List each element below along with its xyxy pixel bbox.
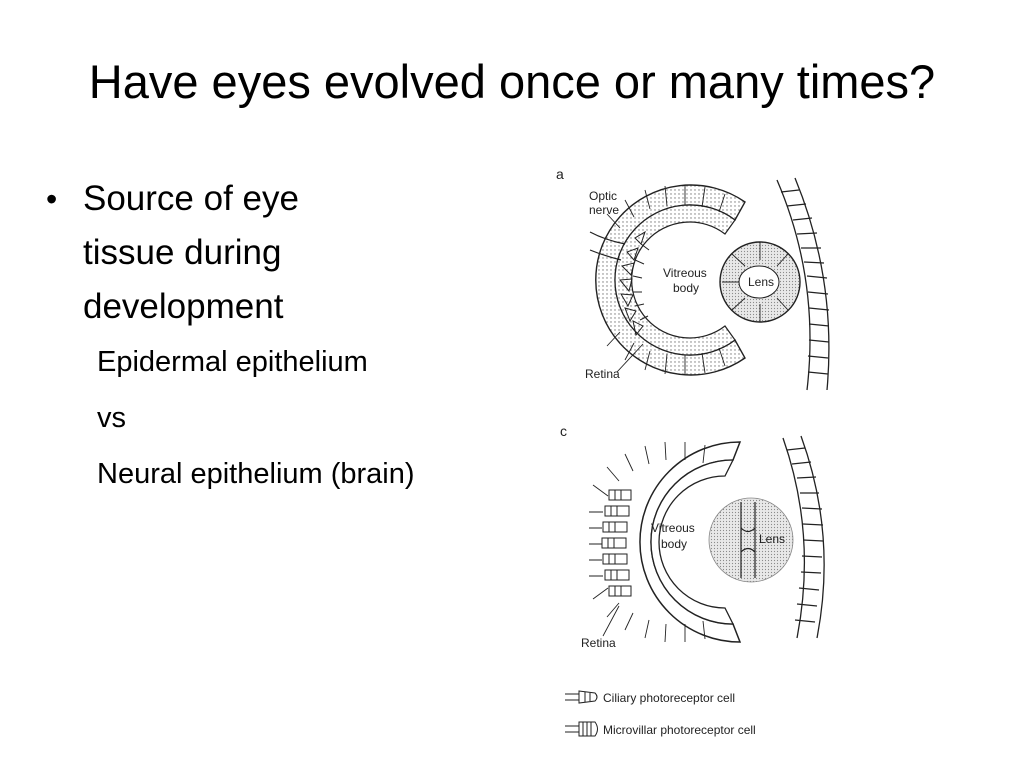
panel-c-letter: c (560, 423, 567, 439)
bullet-item: • Source of eye tissue during developmen… (46, 172, 446, 334)
panel-c-photoreceptors (589, 489, 632, 597)
sub-item-epidermal: Epidermal epithelium (97, 346, 368, 378)
slide-title: Have eyes evolved once or many times? (88, 55, 936, 108)
panel-c: c (560, 423, 825, 650)
label-a-retina: Retina (585, 367, 620, 381)
bullet-dot-icon: • (46, 181, 58, 217)
sub-item-neural: Neural epithelium (brain) (97, 458, 415, 490)
sub-item-vs: vs (97, 402, 126, 434)
label-c-vitreous: Vitreous (651, 521, 695, 535)
panel-a-photoreceptors (619, 230, 650, 337)
panel-a-optic-nerve (589, 231, 626, 261)
eye-development-figure: a (545, 160, 835, 750)
ciliary-photoreceptor-icon (565, 690, 598, 704)
label-a-lens: Lens (748, 275, 774, 289)
panel-c-lens (708, 497, 794, 583)
microvillar-photoreceptor-icon (565, 721, 598, 737)
panel-c-epidermis (782, 435, 825, 639)
label-a-vitreous: Vitreous (663, 266, 707, 280)
label-c-retina: Retina (581, 636, 616, 650)
legend-ciliary: Ciliary photoreceptor cell (603, 691, 735, 705)
label-optic: Optic (589, 189, 617, 203)
bullet-text: Source of eye tissue during development (83, 179, 299, 326)
panel-a-epidermis (776, 177, 830, 391)
panel-c-cell-lines (592, 441, 706, 643)
figure-legend: Ciliary photoreceptor cell Microvillar p… (565, 690, 756, 737)
label-c-lens: Lens (759, 532, 785, 546)
panel-c-lens-cells (740, 502, 756, 578)
panel-c-inner-layer (650, 459, 735, 625)
bullet-list: • Source of eye tissue during developmen… (46, 172, 446, 496)
label-nerve: nerve (589, 203, 619, 217)
panel-a-letter: a (556, 166, 564, 182)
label-c-body: body (661, 537, 687, 551)
legend-microvillar: Microvillar photoreceptor cell (603, 723, 756, 737)
panel-a-lens-lines (722, 242, 789, 322)
panel-a: a (556, 166, 830, 391)
panel-a-lens-core (738, 265, 780, 299)
eye-diagram: a (556, 166, 830, 737)
panel-a-cell-lines (606, 185, 726, 375)
label-a-body: body (673, 281, 699, 295)
